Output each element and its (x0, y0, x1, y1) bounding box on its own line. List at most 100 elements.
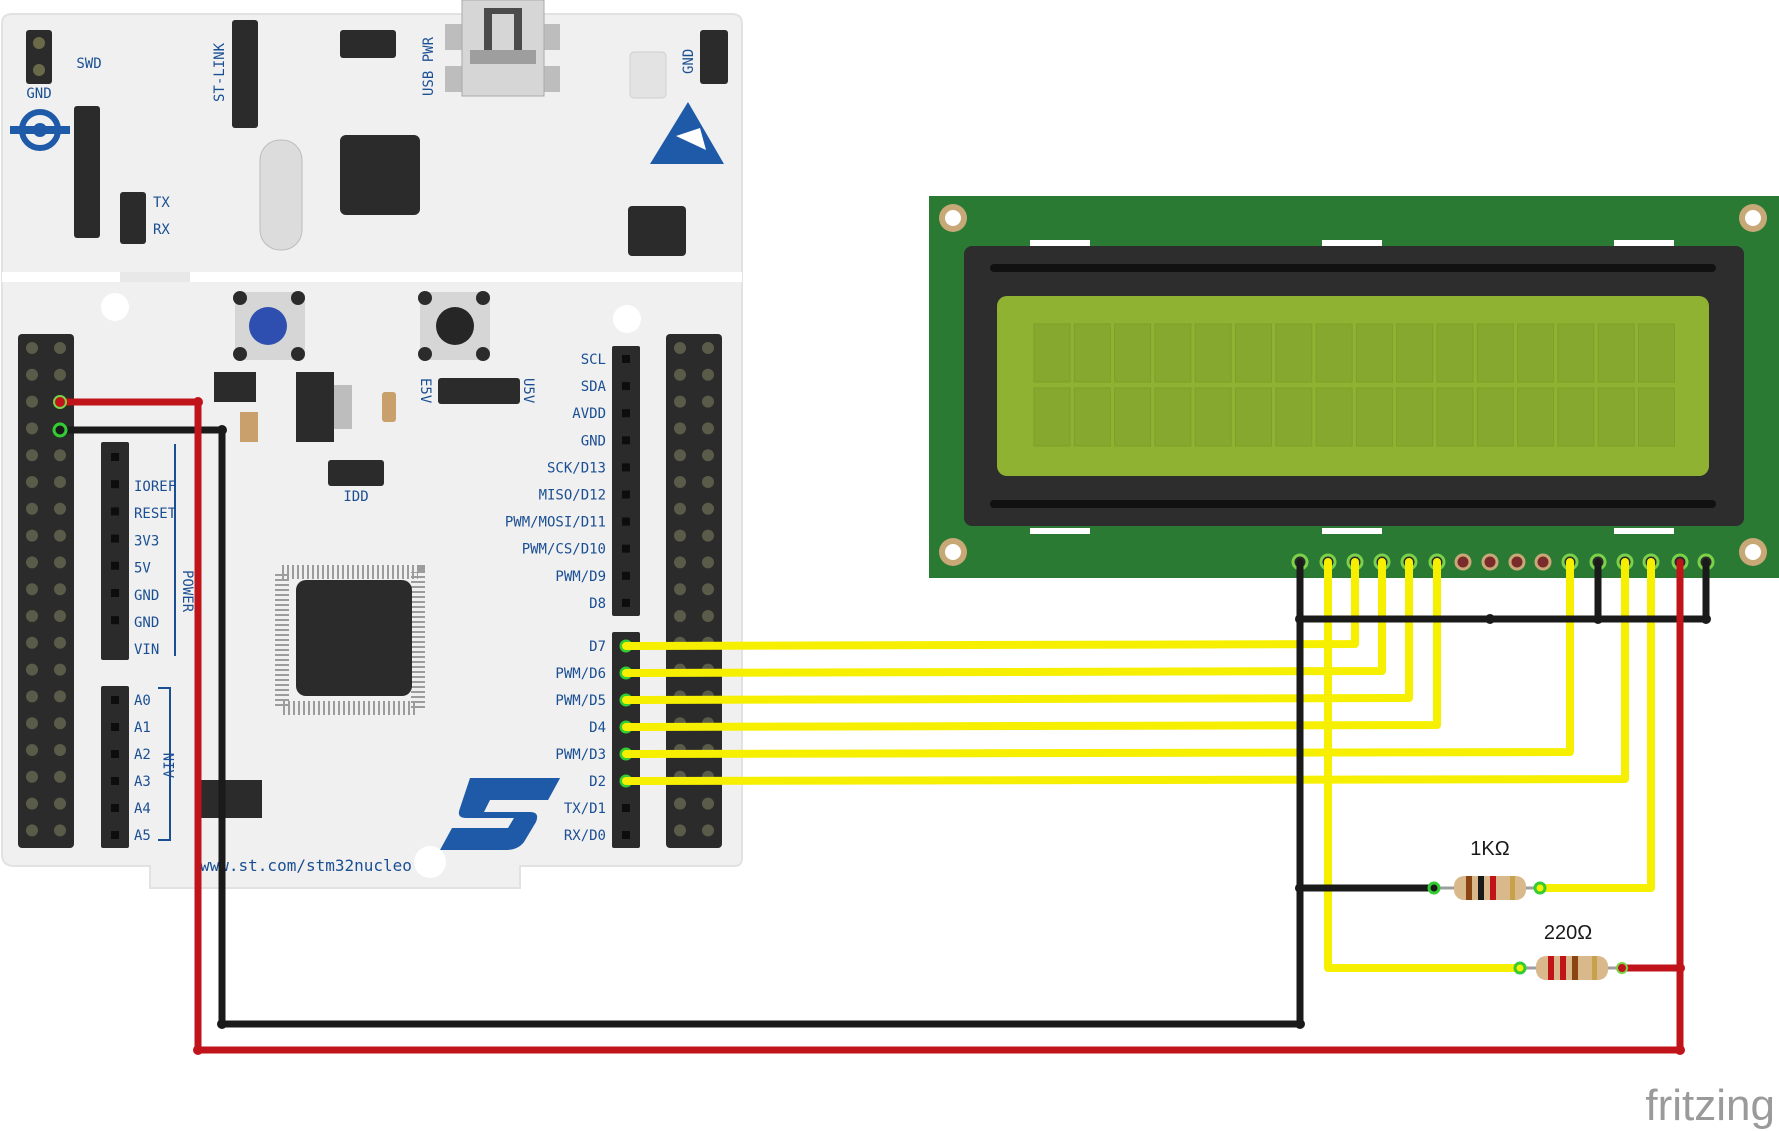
power-pin-label: IOREF (134, 479, 176, 495)
e5v-u5v-jumper (438, 378, 520, 404)
morpho-pin (702, 583, 714, 596)
usb-connector (445, 0, 560, 97)
digital-pin-label: PWM/D5 (555, 693, 606, 709)
wire-d7 (622, 558, 1359, 650)
morpho-pin (674, 449, 686, 462)
digital-pin-label: D7 (589, 639, 606, 655)
morpho-pin (54, 556, 66, 569)
morpho-pin (54, 663, 66, 676)
label-power: POWER (179, 570, 195, 613)
morpho-pin (54, 476, 66, 488)
morpho-pin (26, 690, 38, 703)
morpho-pin (26, 556, 38, 569)
morpho-pin (702, 368, 714, 381)
board-url: www.st.com/stm32nucleo (200, 856, 412, 875)
label-gnd-right: GND (681, 49, 697, 74)
analog-pin-label: A4 (134, 801, 151, 817)
morpho-pin (26, 824, 38, 837)
morpho-pin (674, 824, 686, 837)
header-pin (111, 589, 119, 597)
lcd-cell (1436, 323, 1474, 383)
wires (56, 398, 1710, 1054)
morpho-pin (26, 717, 38, 730)
morpho-pin (702, 395, 714, 408)
label-rx: RX (153, 222, 170, 238)
lcd-cell (1597, 387, 1635, 447)
power-pin-label: 5V (134, 561, 151, 577)
analog-pin-label: A5 (134, 828, 151, 844)
morpho-pin (674, 476, 686, 488)
lcd-cell (1033, 387, 1071, 447)
lcd-cell (1476, 387, 1514, 447)
morpho-pin (26, 744, 38, 756)
main-mcu (275, 565, 425, 715)
header-pin (111, 480, 119, 489)
lcd-cell (1073, 387, 1111, 447)
lcd-cell (1235, 323, 1272, 383)
lcd-cell (1114, 323, 1152, 383)
morpho-pin (54, 636, 66, 649)
morpho-pin (702, 449, 714, 462)
lcd-cell (1194, 387, 1232, 447)
digital-pin-label: PWM/D3 (555, 747, 606, 763)
reset-button (418, 291, 490, 361)
label-gnd-left: GND (26, 86, 51, 102)
small-capacitor (382, 392, 396, 422)
lcd-cell (1235, 387, 1272, 447)
morpho-pin (26, 342, 38, 354)
resistor-1k (1427, 876, 1547, 900)
lcd-module (929, 196, 1779, 578)
lcd-cell (1033, 323, 1071, 383)
digital-pin-label: SCK/D13 (547, 460, 606, 476)
morpho-pin (54, 449, 66, 462)
digital-pin-label: D2 (589, 774, 606, 790)
power-header (101, 442, 129, 660)
morpho-pin (54, 583, 66, 596)
lcd-cell (1114, 387, 1152, 447)
resistor-1k-label: 1KΩ (1470, 838, 1509, 860)
digital-pin-label: MISO/D12 (539, 488, 606, 504)
lcd-cell (1557, 323, 1595, 383)
wire-d6 (622, 558, 1386, 677)
pin-labels: IOREFRESET3V35VGNDGNDVINA0A1A2A3A4A5SCLS… (134, 352, 607, 844)
lcd-cell (1476, 323, 1514, 383)
header-pin (622, 436, 630, 445)
morpho-pin (674, 583, 686, 596)
eeprom-chip (628, 206, 686, 256)
header-pin (111, 507, 119, 516)
analog-pin-label: A0 (134, 693, 151, 709)
morpho-pin (26, 770, 38, 783)
morpho-pin (54, 368, 66, 381)
lcd-cell (1154, 323, 1192, 383)
morpho-pin (26, 636, 38, 649)
analog-pin-label: A3 (134, 774, 151, 790)
digital-pin-label: D8 (589, 596, 606, 612)
lcd-cell (1355, 323, 1393, 383)
morpho-pin (702, 824, 714, 837)
morpho-pin (54, 770, 66, 783)
idd-jumper (328, 460, 384, 486)
lcd-cell (1154, 387, 1192, 447)
label-u5v: U5V (520, 378, 536, 404)
wire-d5 (622, 558, 1413, 704)
digital-pin-label: PWM/D9 (555, 569, 606, 585)
morpho-pin (26, 529, 38, 542)
header-pin (622, 804, 630, 812)
header-pin (622, 517, 630, 526)
label-tx: TX (153, 195, 170, 211)
morpho-pin (674, 395, 686, 408)
label-idd: IDD (343, 489, 368, 505)
user-button (233, 291, 305, 361)
morpho-pin (54, 342, 66, 354)
morpho-pin (702, 342, 714, 354)
tx-rx-header (120, 192, 146, 244)
morpho-pin (26, 395, 38, 408)
wire-d3 (622, 558, 1574, 758)
header-pin (622, 382, 630, 391)
lcd-cell (1275, 387, 1313, 447)
header-pin (622, 831, 630, 839)
morpho-pin (674, 342, 686, 354)
gnd-header-right (700, 30, 728, 84)
digital-pin-label: AVDD (572, 406, 606, 422)
regulator-tab (334, 385, 352, 429)
